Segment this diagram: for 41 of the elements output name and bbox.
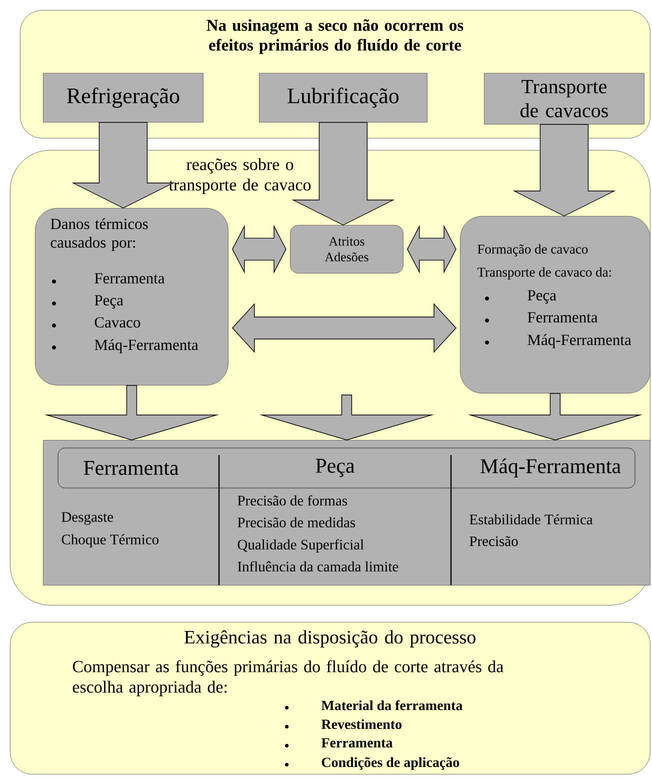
bullet-item: Máq-Ferramenta <box>484 334 632 348</box>
block-arrow <box>407 224 456 274</box>
process-box: Lubrificação <box>259 73 428 122</box>
bullet-item: Ferramenta <box>52 273 165 284</box>
bullet-item: Condições de aplicação <box>284 757 460 770</box>
block-arrow <box>72 122 175 208</box>
panel-title: Exigências na disposição do processo <box>184 630 476 648</box>
table-cell: Precisão de medidas <box>238 517 356 528</box>
block-arrow <box>292 122 395 226</box>
bullet-item: Revestimento <box>284 719 402 730</box>
bullet-item: Ferramenta <box>484 312 598 323</box>
column-header: Máq-Ferramenta <box>480 458 621 478</box>
process-box: Refrigeração <box>43 73 204 122</box>
panel-title: Na usinagem a seco não ocorrem os efeitos primários do fluído de corte <box>206 19 464 54</box>
table-cell: Influência da camada limite <box>238 561 398 572</box>
bullet-item: Peça <box>52 295 124 309</box>
block-arrow <box>468 393 643 440</box>
table-cell: Precisão de formas <box>238 495 348 506</box>
bullet-item: Cavaco <box>52 317 140 328</box>
box-heading: Danos térmicos causados por: <box>50 218 148 251</box>
box-heading: Transporte de cavaco da: <box>477 267 611 280</box>
table-cell: Precisão <box>470 536 518 546</box>
column-header: Peça <box>316 458 355 478</box>
table-cell: Estabilidade Térmica <box>470 514 593 524</box>
block-arrow <box>44 385 220 440</box>
process-box: Transporte de cavacos <box>484 73 644 124</box>
block-arrow <box>232 224 286 274</box>
column-header: Ferramenta <box>84 461 179 475</box>
table-cell: Desgaste <box>62 512 114 525</box>
block-arrow <box>259 394 434 440</box>
paragraph: Compensar as funções primárias do fluído de corte através da escolha apropriada de: <box>72 660 504 696</box>
bullet-item: Máq-Ferramenta <box>52 339 198 354</box>
block-arrow <box>512 124 616 216</box>
bullet-item: Material da ferramenta <box>284 700 462 710</box>
rounded-box: Atritos Adesões <box>290 225 404 274</box>
table-cell: Qualidade Superficial <box>238 539 364 552</box>
panel-title: reações sobre o transporte de cavaco <box>168 158 311 194</box>
table-cell: Choque Térmico <box>62 534 158 548</box>
box-heading: Formação de cavaco <box>478 244 588 256</box>
bullet-item: Ferramenta <box>284 738 393 748</box>
bullet-item: Peça <box>484 290 556 304</box>
